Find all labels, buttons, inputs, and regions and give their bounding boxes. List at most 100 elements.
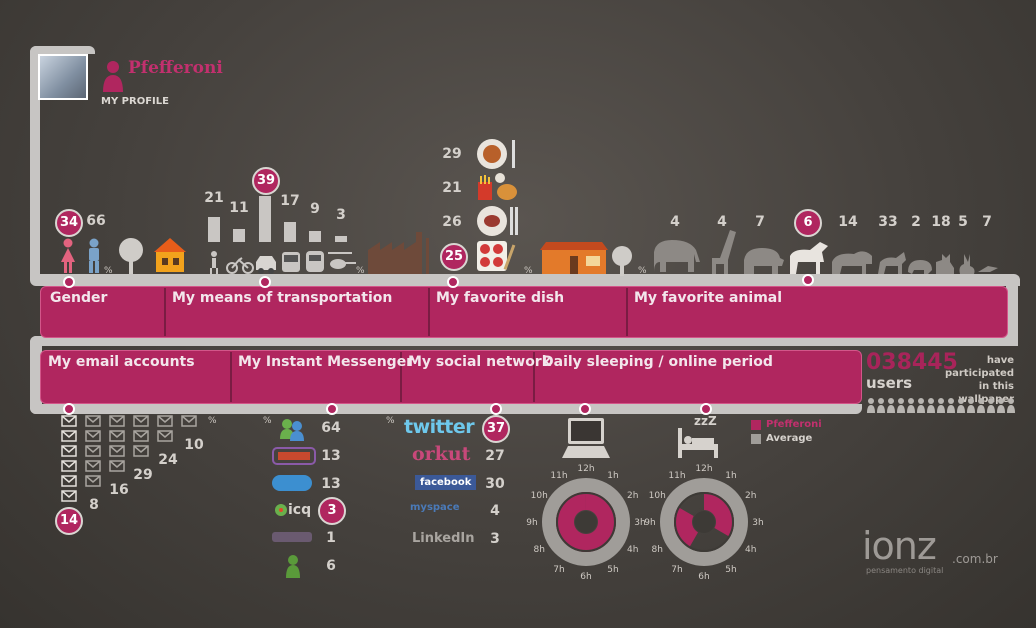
upper-divider: [164, 288, 166, 336]
dish-value: 21: [442, 180, 462, 196]
transport-bar: [335, 236, 347, 242]
animal-value: 33: [878, 214, 898, 230]
timeline-dot[interactable]: [579, 403, 591, 415]
highlight-badge: 6: [794, 209, 822, 237]
rabbit-icon: [959, 254, 975, 274]
envelope-icon: [61, 460, 77, 472]
gtalk-icon: [272, 447, 316, 465]
envelope-icon: [61, 415, 77, 427]
wolf-icon: [878, 252, 906, 274]
transport-bar: [284, 222, 296, 242]
avatar[interactable]: [38, 54, 88, 100]
email-value: 29: [133, 467, 153, 483]
clock-hour-label: 1h: [607, 471, 618, 481]
transport-value: 11: [229, 200, 249, 216]
clock-hour-label: 4h: [627, 545, 638, 555]
female-icon: [61, 238, 75, 273]
animal-value: 4: [670, 214, 680, 230]
timeline-track-lower: [30, 404, 862, 414]
percent-sign: %: [104, 266, 113, 276]
clock-hour-label: 3h: [634, 518, 645, 528]
timeline-dot[interactable]: [259, 276, 271, 288]
highlight-badge: 25: [440, 243, 468, 271]
gender-male-value: 66: [86, 213, 106, 229]
social-value: 30: [485, 476, 505, 492]
timeline-dot[interactable]: [63, 276, 75, 288]
animal-value: 5: [958, 214, 968, 230]
section-label-gender[interactable]: Gender: [50, 290, 108, 306]
transport-bar: [233, 229, 245, 242]
envelope-icon: [133, 415, 149, 427]
lower-divider: [533, 352, 535, 402]
social-value: 27: [485, 448, 505, 464]
email-value: 24: [158, 452, 178, 468]
avatar-image: [40, 56, 86, 98]
transport-icons: [210, 251, 356, 274]
cat-icon: [936, 254, 954, 274]
profile-label: MY PROFILE: [101, 96, 169, 107]
timeline-dot[interactable]: [326, 403, 338, 415]
brand-logo: ionz: [862, 524, 937, 568]
average-ring: [542, 478, 630, 566]
transport-bar-chart: [200, 190, 360, 242]
highlight-badge: 39: [252, 167, 280, 195]
msn-icon: [280, 419, 304, 441]
laptop-icon: [562, 418, 610, 458]
pig-icon: [908, 260, 932, 274]
sushi-icon: [477, 241, 516, 271]
lion-icon: [832, 251, 872, 274]
section-label-email[interactable]: My email accounts: [48, 354, 195, 370]
timeline-dot[interactable]: [63, 403, 75, 415]
legend-average-label: Average: [766, 433, 813, 444]
profile-username[interactable]: Pfefferoni: [128, 58, 223, 78]
timeline-track-right: [1006, 274, 1018, 344]
restaurant-icon: [540, 242, 608, 274]
helicopter-icon: [328, 252, 356, 269]
animal-value: 18: [931, 214, 951, 230]
clock-hour-label: 8h: [652, 545, 663, 555]
users-label: users: [866, 374, 913, 392]
envelope-icon: [157, 415, 173, 427]
im-value: 6: [326, 558, 336, 574]
timeline-dot[interactable]: [447, 276, 459, 288]
factory-icon: [368, 232, 429, 274]
clock-hour-label: 10h: [531, 491, 548, 501]
section-label-animal[interactable]: My favorite animal: [634, 290, 783, 306]
email-envelope-grid: [60, 414, 220, 510]
section-label-dish[interactable]: My favorite dish: [436, 290, 565, 306]
timeline-dot[interactable]: [802, 274, 814, 286]
dish-value: 29: [442, 146, 462, 162]
envelope-icon: [85, 415, 101, 427]
clock-hour-label: 4h: [745, 545, 756, 555]
timeline-track-top-cap: [30, 46, 95, 54]
envelope-icon: [157, 430, 173, 442]
section-label-social[interactable]: My social network: [408, 354, 552, 370]
envelope-icon: [61, 445, 77, 457]
train-icon: [306, 251, 324, 272]
sleep-icon: zzZ: [694, 414, 717, 428]
percent-sign: %: [524, 266, 533, 276]
clock-hour-label: 6h: [580, 572, 591, 580]
section-label-sleep[interactable]: Daily sleeping / online period: [542, 354, 773, 370]
clock-hour-label: 12h: [577, 464, 594, 474]
upper-divider: [428, 288, 430, 336]
clock-hour-label: 12h: [695, 464, 712, 474]
envelope-icon: [61, 430, 77, 442]
bus-icon: [282, 252, 300, 272]
envelope-icon: [133, 445, 149, 457]
envelope-icon: [61, 475, 77, 487]
highlight-badge: 34: [55, 209, 83, 237]
section-label-im[interactable]: My Instant Messenger: [238, 354, 414, 370]
user-icon: [103, 61, 123, 92]
section-label-transport[interactable]: My means of transportation: [172, 290, 393, 306]
clock-hour-label: 11h: [668, 471, 685, 481]
animal-silhouettes: [654, 230, 998, 274]
timeline-dot[interactable]: [490, 403, 502, 415]
envelope-icon: [109, 430, 125, 442]
envelope-icon: [85, 430, 101, 442]
bird-icon: [978, 266, 998, 272]
envelope-icon: [109, 445, 125, 457]
transport-bar: [208, 217, 220, 242]
timeline-dot[interactable]: [700, 403, 712, 415]
